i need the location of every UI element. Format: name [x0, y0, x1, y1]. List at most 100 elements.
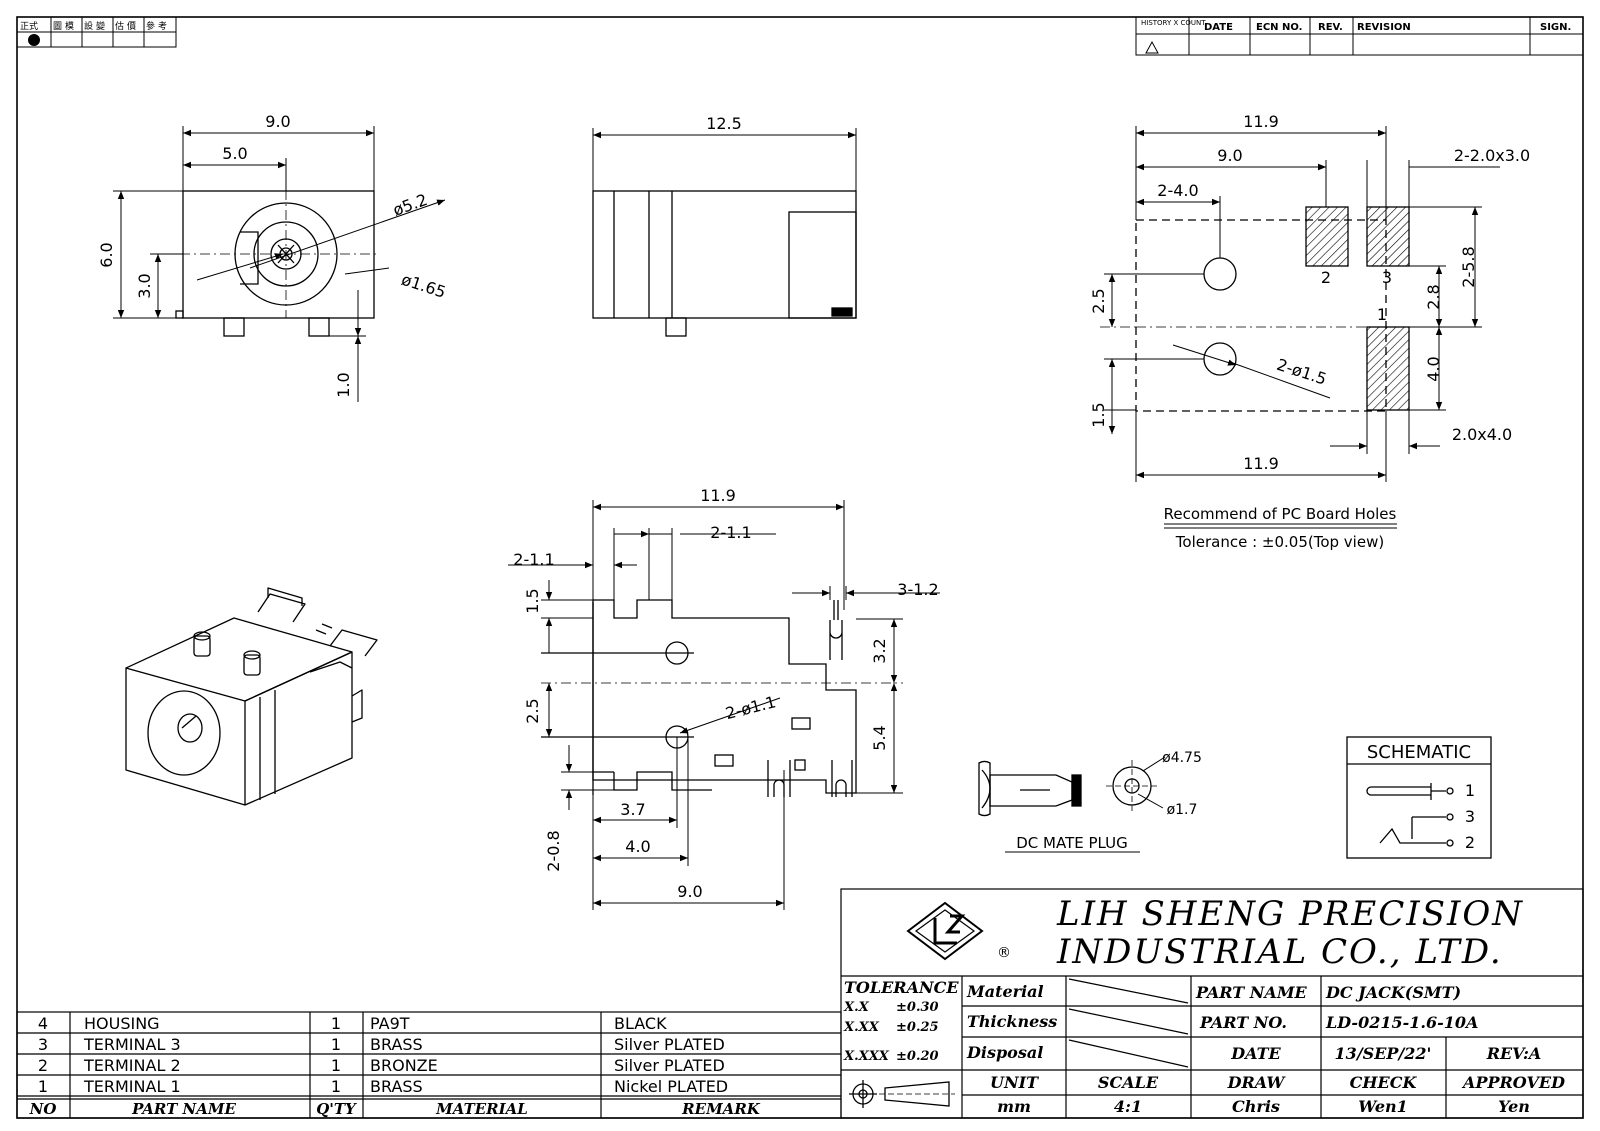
- bom-header-qty: Q'TY: [316, 1100, 357, 1118]
- pin-2-symbol: [1379, 827, 1446, 844]
- top-4-0-label: 4.0: [625, 837, 650, 856]
- top-view: [541, 599, 903, 797]
- pcb-hole-spacing-label: 2-4.0: [1157, 181, 1198, 200]
- top-slot-a-label: 2-1.1: [710, 523, 751, 542]
- top-1-5-label: 1.5: [523, 588, 542, 613]
- revision-block: HISTORY X COUNT DATE ECN NO. REV. REVISI…: [1135, 16, 1584, 56]
- tolerance-format-3: X.XXX: [843, 1049, 890, 1064]
- tolerance-value-3: ±0.20: [896, 1049, 939, 1064]
- bom-row-2-no: 2: [38, 1056, 48, 1075]
- bom-row-1-name: TERMINAL 1: [83, 1077, 181, 1096]
- front-half-width-label: 5.0: [222, 144, 247, 163]
- stamp-label-1: 圖: [53, 21, 62, 32]
- company-logo: [906, 901, 984, 961]
- title-block-grid: [840, 888, 1584, 1119]
- tolerance-value-1: ±0.30: [896, 1000, 939, 1015]
- projection-symbol-icon: [849, 1080, 955, 1108]
- pin-3-symbol: [1411, 816, 1446, 839]
- bom-row-4-remark: BLACK: [614, 1014, 667, 1033]
- pin-1-symbol: [1366, 783, 1446, 800]
- top-view-dimensions: [508, 500, 940, 910]
- tolerance-format-1: X.X: [843, 1000, 870, 1015]
- top-9-0-label: 9.0: [677, 882, 702, 901]
- date-label: DATE: [1230, 1044, 1281, 1063]
- pcb-layout: [1100, 206, 1410, 412]
- disposal-label: Disposal: [966, 1043, 1043, 1062]
- unit-header: UNIT: [990, 1073, 1039, 1092]
- bore-diameter-label: ø5.2: [390, 190, 430, 220]
- part-name-value: DC JACK(SMT): [1325, 983, 1461, 1002]
- bom-row-4-no: 4: [38, 1014, 48, 1033]
- part-name-label: PART NAME: [1195, 983, 1308, 1002]
- schematic-pin-3: 3: [1465, 807, 1475, 826]
- schematic-box: [1346, 736, 1492, 859]
- company-name-line1: LIH SHENG PRECISION: [1056, 894, 1524, 934]
- side-view-dimensions: [592, 128, 857, 191]
- stamp-label-6: 價: [127, 21, 136, 32]
- draw-header: DRAW: [1227, 1073, 1287, 1092]
- front-height-label: 6.0: [97, 242, 116, 267]
- bom-row-4-qty: 1: [331, 1014, 341, 1033]
- bom-row-4-name: HOUSING: [84, 1014, 160, 1033]
- material-label: Material: [966, 982, 1044, 1001]
- approved-header: APPROVED: [1461, 1073, 1565, 1092]
- bom-row-2-remark: Silver PLATED: [614, 1056, 725, 1075]
- bom-row-1-no: 1: [38, 1077, 48, 1096]
- bom-row-3-qty: 1: [331, 1035, 341, 1054]
- front-width-label: 9.0: [265, 112, 290, 131]
- pcb-slot-size-label: 2-2.0x3.0: [1454, 146, 1530, 165]
- pcb-dim-2-8-label: 2.8: [1424, 284, 1443, 309]
- rev-revision-header: REVISION: [1357, 22, 1411, 33]
- schematic-pin-2: 2: [1465, 833, 1475, 852]
- tolerance-format-2: X.XX: [843, 1020, 880, 1035]
- pin-diameter-label: ø1.65: [399, 270, 448, 302]
- pcb-overall-top-label: 11.9: [1243, 112, 1279, 131]
- scale-value: 4:1: [1114, 1097, 1142, 1116]
- company-name-line2: INDUSTRIAL CO., LTD.: [1056, 932, 1503, 972]
- rev-sign-header: SIGN.: [1540, 22, 1571, 33]
- stamp-label-2: 模: [65, 21, 74, 32]
- pcb-dim-1-5-label: 1.5: [1089, 402, 1108, 427]
- check-header: CHECK: [1350, 1073, 1418, 1092]
- mate-plug-label: DC MATE PLUG: [1016, 834, 1128, 852]
- pcb-dimensions: [1104, 126, 1500, 529]
- front-view-dimensions: [113, 126, 446, 402]
- part-no-value: LD-0215-1.6-10A: [1325, 1013, 1478, 1032]
- draw-value: Chris: [1232, 1097, 1280, 1116]
- bom-row-3-material: BRASS: [370, 1035, 423, 1054]
- bom-row-3-no: 3: [38, 1035, 48, 1054]
- rev-ecn-header: ECN NO.: [1256, 22, 1302, 33]
- stamp-label-4: 變: [96, 20, 105, 32]
- bom-row-1-material: BRASS: [370, 1077, 423, 1096]
- top-3-2-label: 3.2: [870, 638, 889, 663]
- rev-value: REV:A: [1486, 1044, 1542, 1063]
- bom-rows: 4 HOUSING 1 PA9T BLACK 3 TERMINAL 3 1 BR…: [29, 1014, 761, 1118]
- bom-header-remark: REMARK: [681, 1100, 761, 1118]
- bom-row-1-remark: Nickel PLATED: [614, 1077, 728, 1096]
- tolerance-value-2: ±0.25: [896, 1020, 939, 1035]
- pcb-pad-size-label: 2.0x4.0: [1452, 425, 1512, 444]
- unit-value: mm: [997, 1097, 1031, 1116]
- side-view: [592, 190, 857, 337]
- bom-row-4-material: PA9T: [370, 1014, 410, 1033]
- pad-label-1: 1: [1377, 305, 1387, 324]
- bom-row-2-qty: 1: [331, 1056, 341, 1075]
- bom-table-grid: [16, 1011, 842, 1119]
- registered-mark: ®: [997, 945, 1011, 961]
- stamp-dot: [28, 34, 40, 46]
- pcb-dim-2-5-label: 2.5: [1089, 288, 1108, 313]
- approved-value: Yen: [1498, 1097, 1530, 1116]
- bom-row-1-qty: 1: [331, 1077, 341, 1096]
- scale-header: SCALE: [1098, 1073, 1159, 1092]
- pcb-tolerance: Tolerance : ±0.05(Top view): [1175, 533, 1384, 551]
- bom-row-2-material: BRONZE: [370, 1056, 438, 1075]
- front-view: [160, 190, 376, 337]
- side-length-label: 12.5: [706, 114, 742, 133]
- rev-rev-header: REV.: [1318, 22, 1343, 33]
- top-slot-b-label: 2-1.1: [513, 550, 554, 569]
- top-length-label: 11.9: [700, 486, 736, 505]
- bom-row-3-remark: Silver PLATED: [614, 1035, 725, 1054]
- tolerance-title: TOLERANCE: [844, 978, 959, 997]
- part-no-label: PART NO.: [1199, 1013, 1287, 1032]
